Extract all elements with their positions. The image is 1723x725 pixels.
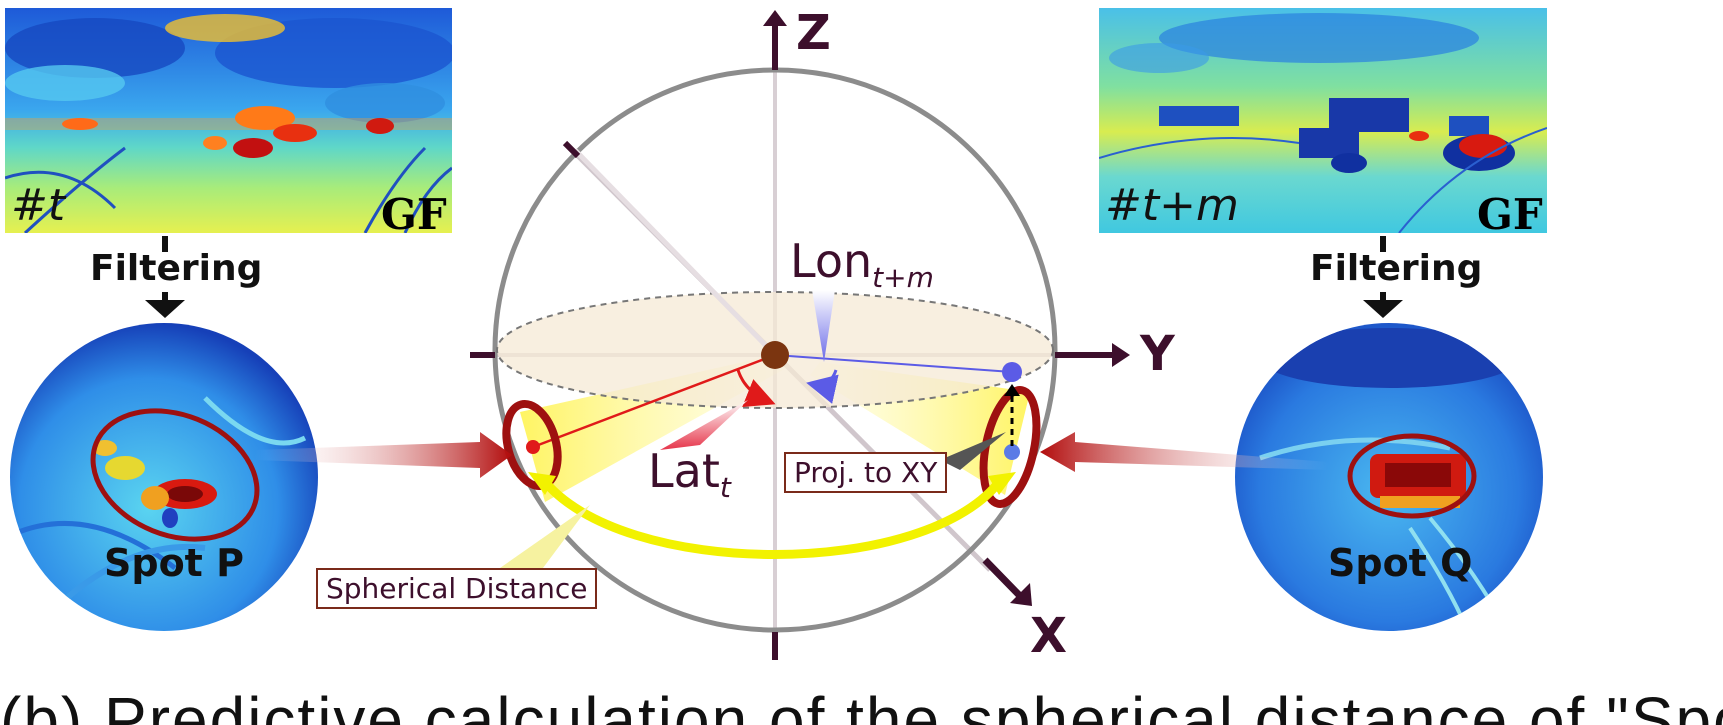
- z-axis-label: Z: [796, 5, 831, 61]
- left-frame-var: t: [47, 180, 66, 231]
- left-frame-label: #t: [11, 180, 65, 231]
- proj-label-pointer: [940, 432, 1006, 470]
- right-spot-sphere: [1235, 323, 1543, 631]
- x-axis-label: X: [1030, 608, 1068, 664]
- spherical-distance-arc: [538, 475, 1006, 559]
- spot-q-projected-point: [1002, 362, 1022, 382]
- proj-to-xy-label: Proj. to XY: [784, 452, 948, 493]
- figure-caption: (b) Predictive calculation of the spheri…: [0, 684, 1723, 725]
- lat-angle-arc: [736, 369, 776, 408]
- right-frame-label: #t+m: [1105, 180, 1239, 231]
- lon-angle-arc: [806, 369, 839, 404]
- left-heatmap-panorama: #t GF: [5, 8, 452, 233]
- spherical-diagram: [255, 10, 1328, 660]
- spot-p-label: Spot P: [104, 541, 244, 585]
- lat-vector: [532, 353, 776, 449]
- x-axis-head: [1010, 583, 1032, 606]
- lat-sub: t: [719, 471, 731, 505]
- left-filtering-label: Filtering: [90, 248, 263, 289]
- right-red-arrow: [1040, 432, 1328, 472]
- y-axis-head: [1112, 343, 1130, 367]
- right-method-label: GF: [1477, 190, 1543, 233]
- lat-label: Latt: [648, 444, 731, 504]
- y-axis-label: Y: [1140, 326, 1175, 382]
- z-axis-head: [763, 10, 787, 26]
- spot-p-ring: [90, 408, 260, 542]
- right-filtering-label: Filtering: [1310, 248, 1483, 289]
- spot-q-label: Spot Q: [1328, 541, 1473, 585]
- lon-base: Lon: [790, 234, 873, 288]
- left-red-arrow: [255, 432, 512, 478]
- x-axis: [982, 557, 1025, 601]
- lat-label-pointer: [660, 400, 748, 450]
- right-frame-var: t+m: [1141, 180, 1239, 231]
- left-spot-sphere: [10, 323, 318, 631]
- distance-label-pointer: [500, 505, 590, 572]
- lon-label: Lont+m: [790, 234, 934, 294]
- lon-label-pointer: [812, 290, 835, 362]
- right-frame-hash: #: [1105, 180, 1142, 231]
- left-frame-hash: #: [11, 180, 48, 231]
- spherical-distance-label: Spherical Distance: [316, 568, 598, 609]
- right-heatmap-panorama: #t+m GF: [1099, 8, 1547, 233]
- left-filtering-arrow: [145, 236, 185, 318]
- spot-q-ring: [1347, 433, 1477, 519]
- right-filtering-arrow: [1363, 236, 1403, 318]
- lon-sub: t+m: [872, 261, 934, 295]
- lat-base: Lat: [648, 444, 720, 498]
- lon-vector: [774, 354, 1013, 373]
- left-method-label: GF: [381, 190, 447, 233]
- sphere-center: [761, 341, 789, 369]
